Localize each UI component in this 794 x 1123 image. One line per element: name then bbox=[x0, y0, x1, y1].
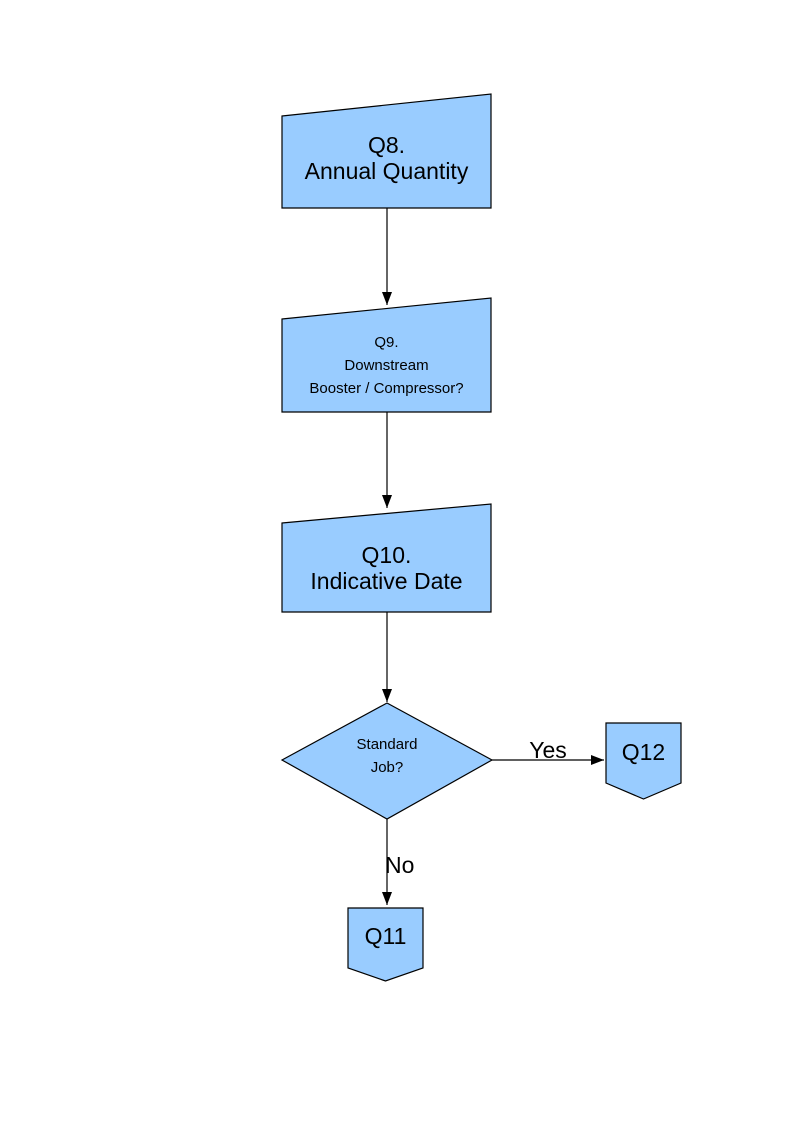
q10-node-label: Q10. Indicative Date bbox=[310, 542, 463, 594]
q12-node-label: Q12 bbox=[621, 738, 666, 765]
decision-node-label: Standard Job? bbox=[356, 736, 418, 776]
q9-node-shape bbox=[281, 297, 492, 413]
q11-connector-shape bbox=[347, 907, 424, 982]
decision-diamond-shape bbox=[280, 702, 494, 820]
q11-node-label: Q11 bbox=[364, 922, 407, 949]
q12-connector-shape bbox=[605, 722, 682, 800]
q10-node-shape bbox=[281, 503, 492, 613]
yes-edge-label: Yes bbox=[529, 737, 567, 763]
q8-node-label: Q8. Annual Quantity bbox=[304, 132, 469, 184]
no-edge-label: No bbox=[385, 852, 415, 878]
q8-node-shape bbox=[281, 93, 492, 209]
q9-node-label: Q9. Downstream Booster / Compressor? bbox=[309, 333, 464, 397]
